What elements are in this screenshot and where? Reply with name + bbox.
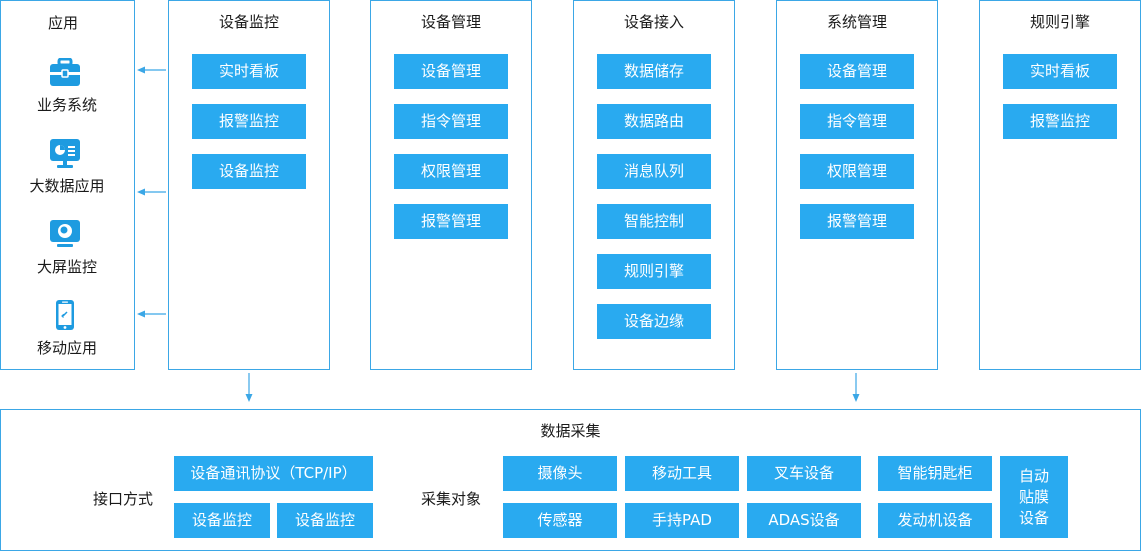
objects-label: 采集对象 [421, 490, 482, 508]
module-device-monitoring: 设备监控 实时看板 报警监控 设备监控 [168, 0, 330, 370]
module-title: 系统管理 [826, 13, 887, 31]
app-item-bigdata[interactable]: 大数据应用 [29, 177, 105, 195]
module-button[interactable]: 指令管理 [394, 104, 508, 139]
module-button[interactable]: 权限管理 [394, 154, 508, 189]
module-button[interactable]: 设备监控 [192, 154, 306, 189]
module-button[interactable]: 报警管理 [394, 204, 508, 239]
applications-panel: 应用 业务系统 大数据应用 大屏监控 移动应用 [0, 0, 135, 370]
module-rule-engine: 规则引擎 实时看板 报警监控 [979, 0, 1141, 370]
app-item-business[interactable]: 业务系统 [36, 96, 97, 114]
object-button[interactable]: 传感器 [503, 503, 617, 538]
arrow-down-right [852, 373, 860, 402]
arrow-to-apps-3 [137, 310, 166, 318]
app-item-mobile[interactable]: 移动应用 [36, 339, 97, 357]
arrow-to-apps-2 [137, 188, 166, 196]
module-button[interactable]: 报警管理 [800, 204, 914, 239]
module-title: 设备监控 [218, 13, 279, 31]
object-button[interactable]: 智能钥匙柜 [878, 456, 992, 491]
module-title: 设备接入 [623, 13, 684, 31]
module-device-access: 设备接入 数据储存 数据路由 消息队列 智能控制 规则引擎 设备边缘 [573, 0, 735, 370]
object-button[interactable]: 叉车设备 [747, 456, 861, 491]
module-button[interactable]: 报警监控 [1003, 104, 1117, 139]
interface-button-protocol[interactable]: 设备通讯协议（TCP/IP） [174, 456, 373, 491]
interface-button-monitor-1[interactable]: 设备监控 [174, 503, 270, 538]
object-button[interactable]: 手持PAD [625, 503, 739, 538]
module-button[interactable]: 实时看板 [1003, 54, 1117, 89]
object-button[interactable]: 移动工具 [625, 456, 739, 491]
module-button[interactable]: 设备管理 [800, 54, 914, 89]
module-title: 设备管理 [420, 13, 481, 31]
object-button[interactable]: 摄像头 [503, 456, 617, 491]
arrow-down-left [245, 373, 253, 402]
arrow-to-apps-1 [137, 66, 166, 74]
app-item-bigscreen[interactable]: 大屏监控 [36, 258, 97, 276]
module-button[interactable]: 数据储存 [597, 54, 711, 89]
module-title: 规则引擎 [1029, 13, 1090, 31]
module-button[interactable]: 智能控制 [597, 204, 711, 239]
data-collection-panel: 数据采集 接口方式 设备通讯协议（TCP/IP） 设备监控 设备监控 采集对象 … [0, 409, 1141, 551]
module-button[interactable]: 规则引擎 [597, 254, 711, 289]
module-button[interactable]: 设备管理 [394, 54, 508, 89]
module-button[interactable]: 权限管理 [800, 154, 914, 189]
module-device-management: 设备管理 设备管理 指令管理 权限管理 报警管理 [370, 0, 532, 370]
briefcase-icon [50, 58, 80, 86]
module-button[interactable]: 设备边缘 [597, 304, 711, 339]
mobile-phone-icon [56, 300, 74, 330]
data-collection-title: 数据采集 [540, 422, 601, 440]
module-button[interactable]: 消息队列 [597, 154, 711, 189]
interface-button-monitor-2[interactable]: 设备监控 [277, 503, 373, 538]
applications-title: 应用 [48, 14, 79, 32]
module-button[interactable]: 实时看板 [192, 54, 306, 89]
dashboard-monitor-icon [50, 139, 80, 168]
object-button-tall[interactable]: 自动 贴膜 设备 [1000, 456, 1068, 538]
object-button[interactable]: 发动机设备 [878, 503, 992, 538]
module-button[interactable]: 数据路由 [597, 104, 711, 139]
module-button[interactable]: 指令管理 [800, 104, 914, 139]
object-button[interactable]: ADAS设备 [747, 503, 861, 538]
interface-label: 接口方式 [93, 490, 154, 508]
module-system-management: 系统管理 设备管理 指令管理 权限管理 报警管理 [776, 0, 938, 370]
module-button[interactable]: 报警监控 [192, 104, 306, 139]
monitor-camera-icon [50, 220, 80, 247]
